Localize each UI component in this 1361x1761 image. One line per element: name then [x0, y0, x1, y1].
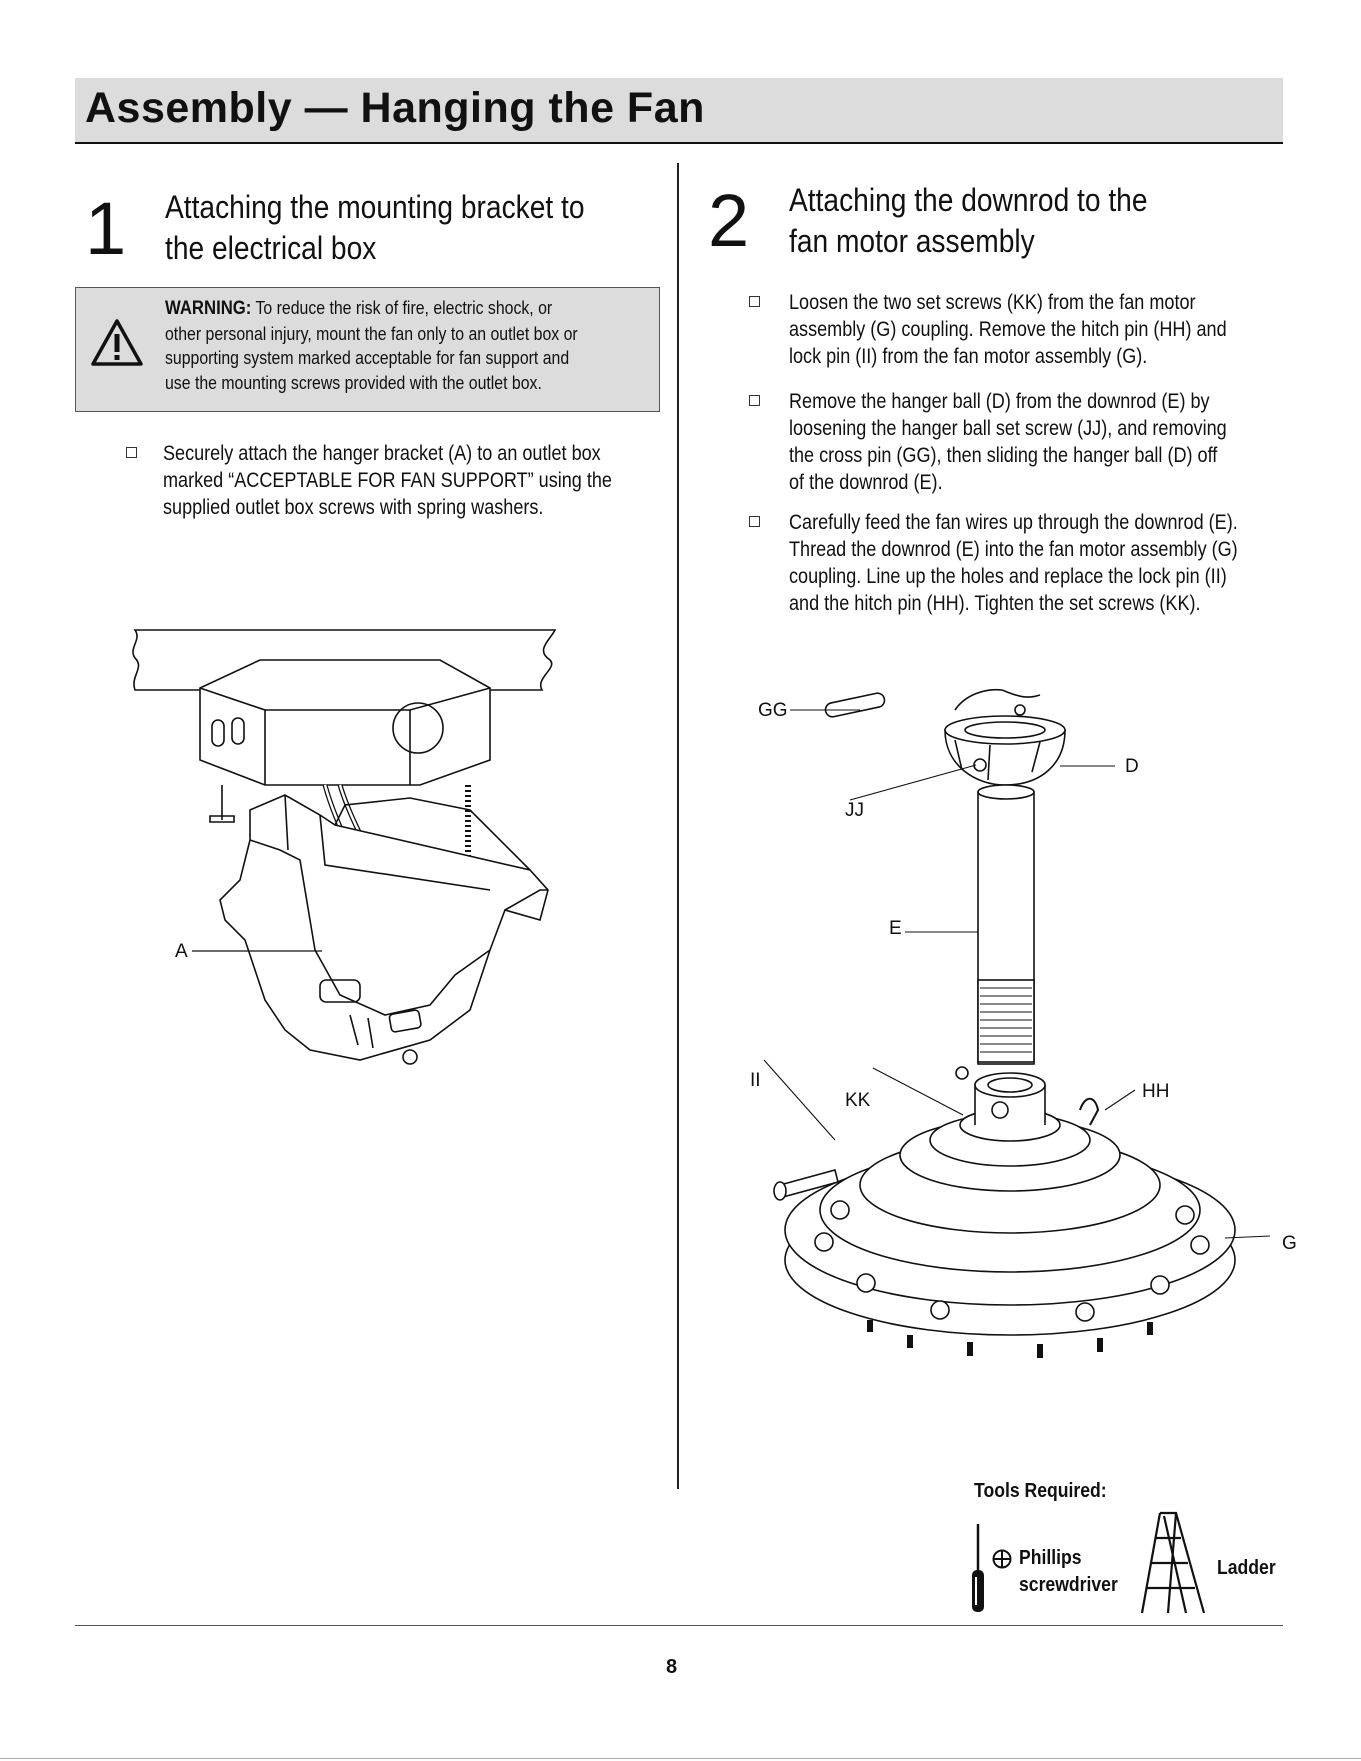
instruction-line: Thread the downrod (E) into the fan moto…: [789, 538, 1238, 561]
label-d: D: [1125, 756, 1139, 777]
instruction-line: lock pin (II) from the fan motor assembl…: [789, 345, 1148, 368]
label-hh: HH: [1142, 1081, 1170, 1102]
instruction-line: of the downrod (E).: [789, 471, 943, 494]
column-divider: [677, 163, 679, 1489]
page-title: Assembly — Hanging the Fan: [85, 84, 705, 132]
label-gg: GG: [758, 700, 788, 721]
ladder-label: Ladder: [1217, 1557, 1276, 1579]
step-1-instruction: Securely attach the hanger bracket (A) t…: [163, 440, 645, 521]
step-2-instruction-3: Carefully feed the fan wires up through …: [789, 509, 1271, 617]
label-kk: KK: [845, 1090, 871, 1111]
step-1-title-line: the electrical box: [165, 230, 377, 266]
instruction-line: supplied outlet box screws with spring w…: [163, 496, 544, 519]
tool-label-line: Phillips: [1019, 1547, 1082, 1569]
footer-rule: [75, 1625, 1283, 1626]
step-1-title: Attaching the mounting bracket to the el…: [165, 187, 585, 269]
downrod-motor-illustration: [763, 688, 1271, 1358]
tools-required-title: Tools Required:: [974, 1480, 1107, 1502]
page-number: 8: [666, 1656, 678, 1678]
step-2-instruction-1: Loosen the two set screws (KK) from the …: [789, 289, 1271, 370]
instruction-line: and the hitch pin (HH). Tighten the set …: [789, 592, 1201, 615]
step-2-instruction-2: Remove the hanger ball (D) from the down…: [789, 388, 1271, 496]
checkbox-icon: [749, 395, 760, 406]
instruction-line: Securely attach the hanger bracket (A) t…: [163, 442, 601, 465]
label-ii: II: [750, 1070, 761, 1091]
warning-line: other personal injury, mount the fan onl…: [165, 323, 578, 344]
hanger-bracket-illustration: [132, 629, 557, 1065]
checkbox-icon: [749, 296, 760, 307]
instruction-line: Carefully feed the fan wires up through …: [789, 511, 1238, 534]
label-g: G: [1282, 1233, 1297, 1254]
warning-box: [75, 287, 660, 412]
checkbox-icon: [126, 447, 137, 458]
warning-line: To reduce the risk of fire, electric sho…: [255, 298, 553, 318]
ladder-icon: [1140, 1511, 1206, 1614]
warning-icon: [91, 319, 143, 366]
step-2-title-line: fan motor assembly: [789, 223, 1035, 259]
step-2-title-line: Attaching the downrod to the: [789, 182, 1148, 218]
step-1-number: 1: [85, 187, 127, 270]
leader-line: [192, 950, 322, 952]
instruction-line: loosening the hanger ball set screw (JJ)…: [789, 417, 1227, 440]
label-e: E: [889, 918, 902, 939]
header-band: [75, 78, 1283, 144]
instruction-line: Remove the hanger ball (D) from the down…: [789, 390, 1210, 413]
screwdriver-label: Phillips screwdriver: [1019, 1545, 1118, 1599]
instruction-line: Loosen the two set screws (KK) from the …: [789, 291, 1196, 314]
label-a: A: [175, 941, 188, 962]
tool-label-line: screwdriver: [1019, 1574, 1118, 1596]
instruction-line: assembly (G) coupling. Remove the hitch …: [789, 318, 1227, 341]
warning-label: WARNING:: [165, 298, 252, 319]
instruction-line: marked “ACCEPTABLE FOR FAN SUPPORT” usin…: [163, 469, 612, 492]
checkbox-icon: [749, 516, 760, 527]
label-jj: JJ: [845, 800, 864, 821]
screwdriver-icon: [972, 1524, 984, 1612]
warning-line: supporting system marked acceptable for …: [165, 348, 570, 368]
page-edge: [0, 1758, 1361, 1759]
step-1-title-line: Attaching the mounting bracket to: [165, 189, 585, 225]
phillips-icon: [992, 1549, 1012, 1569]
warning-text: WARNING: To reduce the risk of fire, ele…: [165, 296, 640, 395]
step-2-title: Attaching the downrod to the fan motor a…: [789, 180, 1148, 262]
step-2-number: 2: [708, 179, 750, 262]
instruction-line: the cross pin (GG), then sliding the han…: [789, 444, 1218, 467]
instruction-line: coupling. Line up the holes and replace …: [789, 565, 1227, 588]
warning-line: use the mounting screws provided with th…: [165, 372, 542, 393]
